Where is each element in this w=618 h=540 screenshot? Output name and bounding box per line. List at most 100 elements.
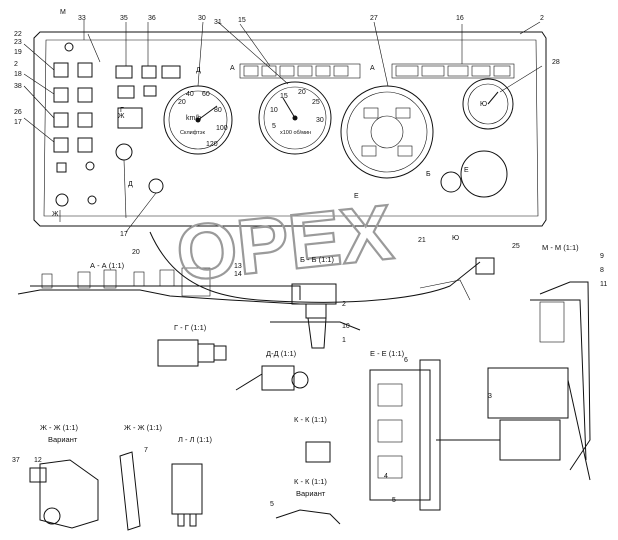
part-number: 4 [384,473,388,480]
callout-label: 36 [148,15,156,22]
left-switch-cluster [53,42,97,207]
section-ee-drawing [369,359,500,511]
callout-label: Е [464,167,469,174]
speed-tick: 40 [186,91,194,98]
part-number: 5 [392,497,396,504]
part-number: 25 [512,243,520,250]
callout-label: Ю [480,101,487,108]
speed-tick: 100 [216,125,228,132]
callout-label: 2 [14,61,18,68]
callout-label: Ж [52,211,59,218]
callout-label: 20 [132,249,140,256]
section-title: Вариант [48,435,78,444]
callout-label: 22 [14,31,22,38]
callout-label: 18 [14,71,22,78]
part-number: 3 [488,393,492,400]
callout-label: 33 [78,15,86,22]
callout-label: А [370,65,375,72]
section-bb-drawing [270,283,361,349]
section-title: Д-Д (1:1) [266,349,297,358]
callout-label: Б [426,171,431,178]
callout-labels: М 33 35 36 30 31 15 27 16 2 22 23 19 2 1… [14,9,560,256]
callout-label: 16 [456,15,464,22]
warning-lamp-strip [239,63,515,79]
right-gauge [462,78,514,130]
tacho-tick: 25 [312,99,320,106]
speed-tick: 60 [202,91,210,98]
tacho-unit: x100 об/мин [280,130,311,136]
combination-gauge [340,85,508,198]
callout-label: 31 [214,19,222,26]
tacho-tick: 20 [298,89,306,96]
section-title: К - К (1:1) [294,415,327,424]
tacho-tick: 15 [280,93,288,100]
leader-lines [23,20,543,233]
speedometer: 20 40 60 80 100 120 km/h Склифтэк [163,85,233,155]
callout-label: 23 [14,39,22,46]
callout-label: М [60,9,66,16]
section-title: Г - Г (1:1) [174,323,207,332]
callout-label: 26 [14,109,22,116]
section-titles: А - А (1:1) Б - Б (1:1) М - М (1:1) Г - … [40,243,579,498]
section-zhzh-drawing [29,451,141,531]
section-title: М - М (1:1) [542,243,579,252]
callout-label: 28 [552,59,560,66]
part-number: 13 [234,263,242,270]
part-number: 1 [342,337,346,344]
callout-label: Е [354,193,359,200]
harness-cable [149,231,495,303]
callout-label: 17 [120,231,128,238]
part-number: 6 [404,357,408,364]
callout-label: 21 [418,237,426,244]
section-title: Ж - Ж (1:1) [124,423,163,432]
callout-label: Д [128,181,133,188]
section-dd-drawing [235,365,309,391]
speed-unit: km/h [186,115,201,122]
part-number: 9 [600,253,604,260]
part-number: 5 [270,501,274,508]
callout-label: 30 [198,15,206,22]
section-title: Вариант [296,489,326,498]
part-numbers: 13 14 2 10 1 25 9 8 11 3 37 12 7 6 4 5 5 [12,243,607,508]
tacho-tick: 5 [272,123,276,130]
section-kk-drawing [275,441,341,525]
section-title: Е - Е (1:1) [370,349,405,358]
section-title: А - А (1:1) [90,261,125,270]
callout-label: 17 [14,119,22,126]
part-number: 37 [12,457,20,464]
callout-label: 19 [14,49,22,56]
callout-label: 27 [370,15,378,22]
tacho-tick: 30 [316,117,324,124]
section-gg-drawing [157,339,227,367]
callout-label: Ю [452,235,459,242]
section-ll-drawing [171,463,203,527]
speed-tick: 80 [214,107,222,114]
callout-label: А [230,65,235,72]
tacho-tick: 10 [270,107,278,114]
callout-label: Ж [118,113,125,120]
part-number: 8 [600,267,604,274]
part-number: 10 [342,323,350,330]
speed-tick: 120 [206,141,218,148]
section-title: К - К (1:1) [294,477,327,486]
speed-tick: 20 [178,99,186,106]
callout-label: Г [120,107,124,114]
tachometer: 5 10 15 20 25 30 x100 об/мин [258,81,332,155]
callout-label: 35 [120,15,128,22]
callout-label: 38 [14,83,22,90]
speedometer-brand: Склифтэк [180,130,205,136]
part-number: 2 [342,301,346,308]
right-assembly-drawing [487,367,591,481]
callout-label: 15 [238,17,246,24]
callout-label: Д [196,67,201,74]
part-number: 12 [34,457,42,464]
section-title: Б - Б (1:1) [300,255,335,264]
part-number: 11 [600,281,607,288]
section-aa-drawing [17,267,301,305]
panel-outline [33,31,547,227]
part-number: 14 [234,271,242,278]
section-title: Ж - Ж (1:1) [40,423,79,432]
section-title: Л - Л (1:1) [178,435,213,444]
